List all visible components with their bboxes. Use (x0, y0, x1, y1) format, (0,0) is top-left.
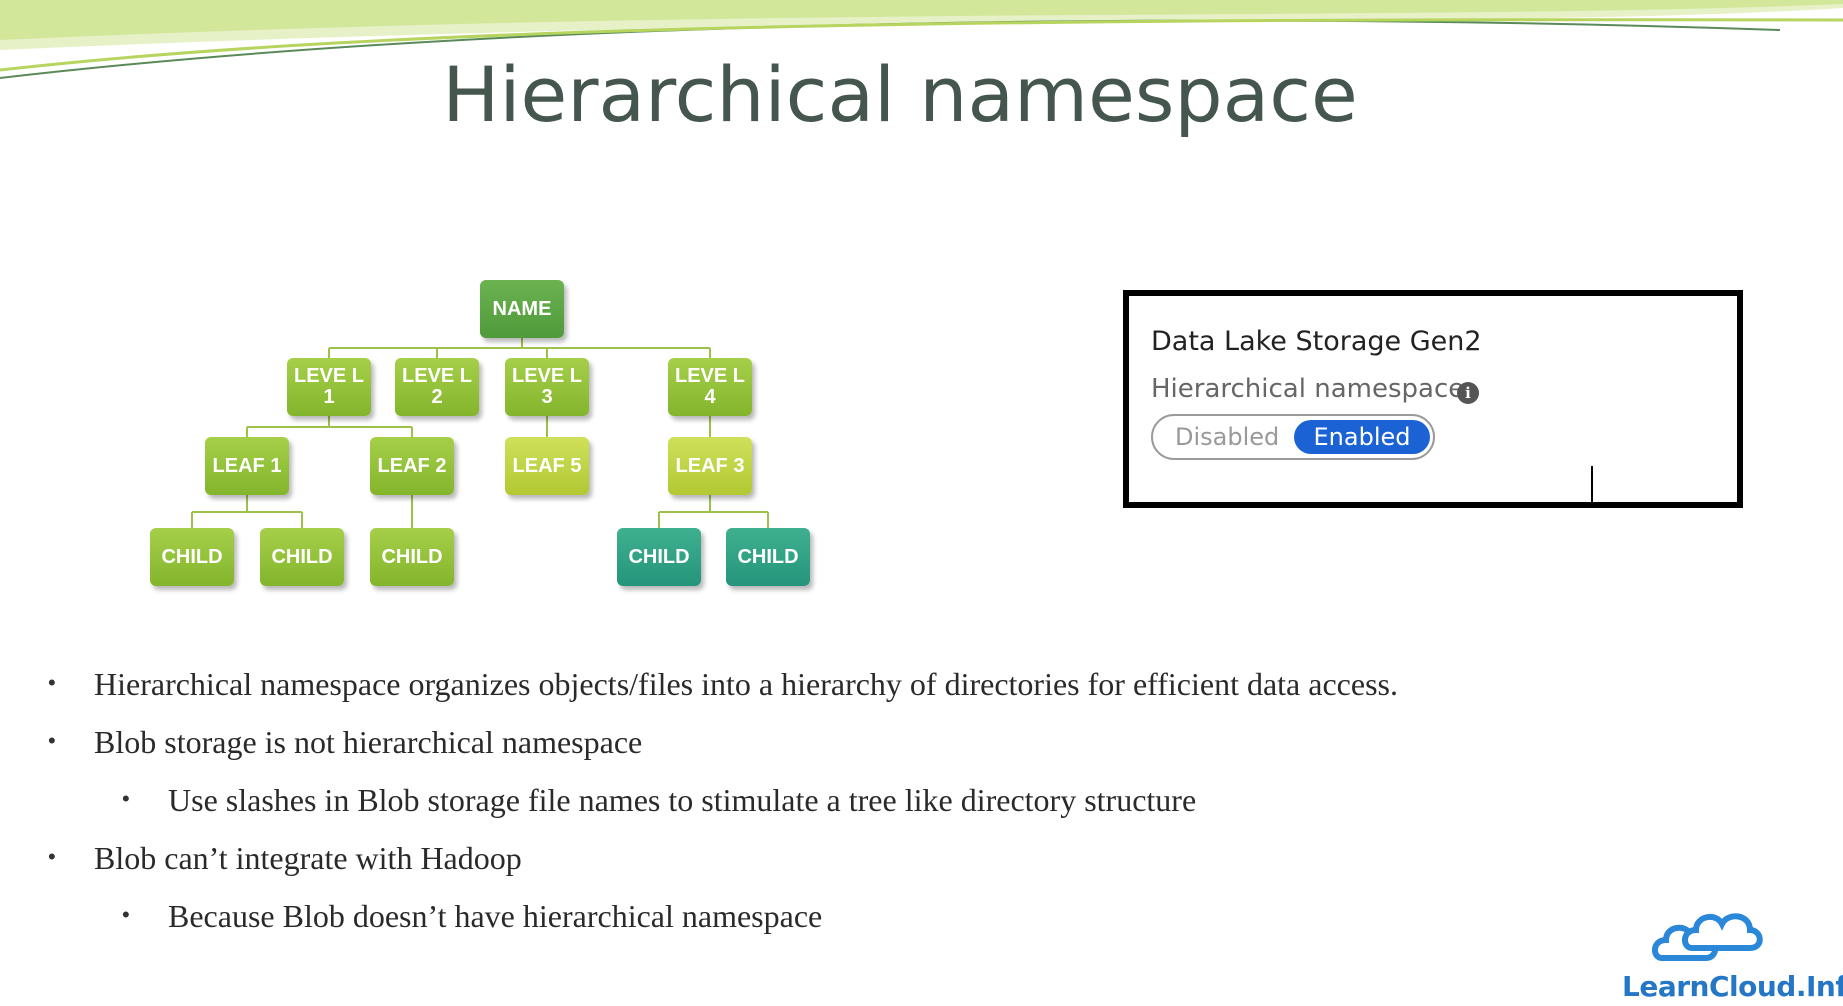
bullet-marker: • (122, 902, 130, 927)
tree-node-c4: CHILD (617, 528, 701, 586)
tree-node-c3: CHILD (370, 528, 454, 586)
tree-node-l4: LEVE L 4 (668, 358, 752, 416)
cloud-icon (1652, 913, 1763, 961)
tree-node-c1: CHILD (150, 528, 234, 586)
header-swoosh-decoration (0, 0, 1843, 79)
tree-node-leaf2: LEAF 2 (370, 437, 454, 495)
tree-node-leaf5: LEAF 5 (505, 437, 589, 495)
hierarchical-namespace-label: Hierarchical namespace (1151, 374, 1465, 404)
bullet-text: Use slashes in Blob storage file names t… (168, 782, 1197, 818)
slide-title: Hierarchical namespace (442, 50, 1358, 139)
text-cursor (1591, 466, 1593, 502)
hierarchical-namespace-toggle[interactable]: Disabled Enabled (1151, 414, 1435, 460)
bullet-marker: • (48, 670, 56, 695)
tree-node-l1: LEVE L 1 (287, 358, 371, 416)
info-icon[interactable]: i (1457, 382, 1479, 404)
logo-text: LearnCloud.Info (1622, 970, 1843, 1003)
learncloud-logo: LearnCloud.Info (1612, 900, 1843, 1006)
bullet-text: Hierarchical namespace organizes objects… (94, 666, 1398, 702)
tree-node-name: NAME (480, 280, 564, 338)
bullet-marker: • (48, 728, 56, 753)
data-lake-settings-panel: Data Lake Storage Gen2 Hierarchical name… (1123, 290, 1743, 508)
bullet-text: Blob can’t integrate with Hadoop (94, 840, 522, 876)
tree-node-l3: LEVE L 3 (505, 358, 589, 416)
hierarchy-tree-diagram: NAME LEVE L 1 LEVE L 2 LEVE L 3 LEVE L 4 LEAF… (130, 270, 850, 600)
toggle-disabled-option[interactable]: Disabled (1175, 423, 1280, 451)
tree-connectors (191, 338, 769, 528)
tree-node-l2: LEVE L 2 (395, 358, 479, 416)
tree-node-c2: CHILD (260, 528, 344, 586)
tree-node-leaf1: LEAF 1 (205, 437, 289, 495)
bullet-text: Blob storage is not hierarchical namespa… (94, 724, 643, 760)
bullet-marker: • (122, 786, 130, 811)
toggle-enabled-option[interactable]: Enabled (1294, 420, 1430, 454)
panel-title: Data Lake Storage Gen2 (1151, 326, 1482, 357)
tree-node-c5: CHILD (726, 528, 810, 586)
bullet-text: Because Blob doesn’t have hierarchical n… (168, 898, 823, 934)
bullet-marker: • (48, 844, 56, 869)
tree-node-leaf3: LEAF 3 (668, 437, 752, 495)
